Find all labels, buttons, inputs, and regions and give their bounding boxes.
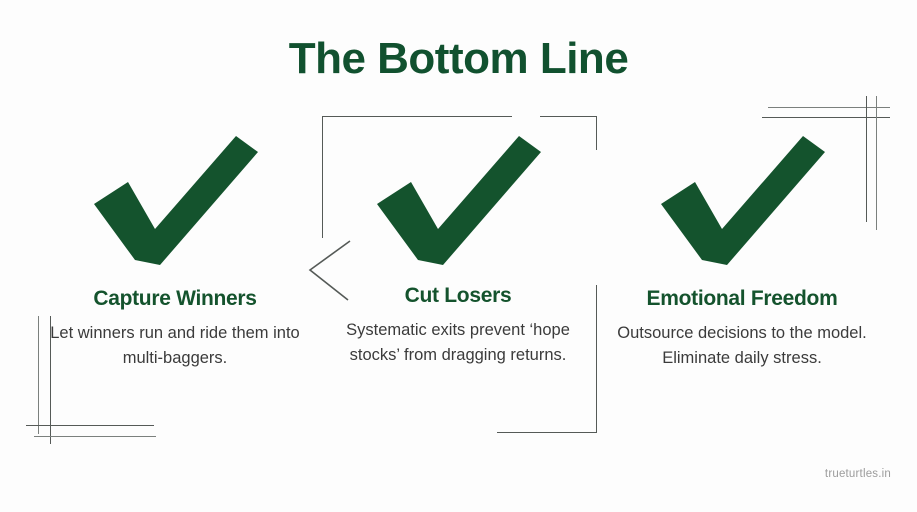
check-mark-icon: [371, 130, 546, 280]
feature-heading: Cut Losers: [404, 284, 512, 307]
corner-decoration-bottom-left-line-4: [34, 436, 156, 437]
page-title: The Bottom Line: [288, 34, 629, 83]
feature-body-text: Outsource decisions to the model. Elimin…: [617, 324, 867, 367]
corner-decoration-top-right-line-2: [762, 117, 890, 118]
corner-decoration-bottom-left-line-3: [26, 425, 154, 426]
check-mark-icon: [655, 130, 830, 280]
feature-body-text: Systematic exits prevent ‘hope stocks’ f…: [346, 321, 570, 364]
bracket-line-top-left-horizontal: [322, 116, 512, 117]
feature-column-emotional-freedom: Emotional Freedom Outsource decisions to…: [597, 130, 887, 370]
footer-credit: trueturtles.in: [824, 468, 891, 480]
feature-column-cut-losers: Cut Losers Systematic exits prevent ‘hop…: [313, 130, 603, 367]
feature-heading: Emotional Freedom: [646, 287, 838, 310]
bracket-line-top-right-horizontal: [540, 116, 597, 117]
corner-decoration-top-right-line-1: [768, 107, 890, 108]
bracket-line-bottom-right-horizontal: [497, 432, 597, 433]
check-mark-icon: [88, 130, 263, 280]
feature-column-capture-winners: Capture Winners Let winners run and ride…: [30, 130, 320, 370]
feature-heading: Capture Winners: [93, 287, 257, 310]
feature-body-text: Let winners run and ride them into multi…: [50, 324, 300, 367]
